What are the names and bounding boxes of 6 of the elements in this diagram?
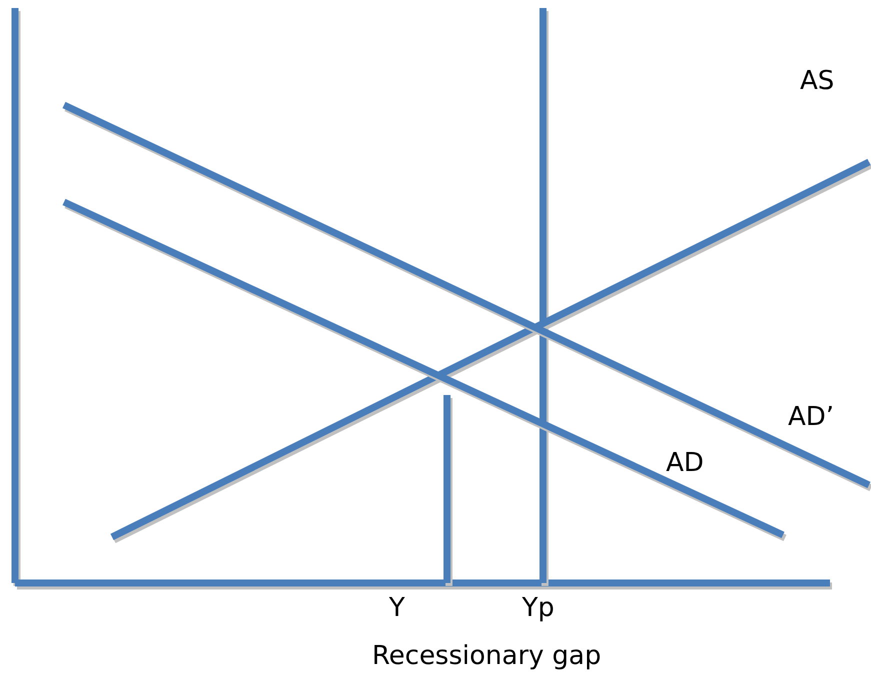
gap-label: Recessionary gap [372,641,602,672]
curve-label: AD’ [788,402,834,434]
axis-label: Yp [522,593,554,624]
curve-label: AD [666,448,704,480]
curve-label: AS [800,66,834,98]
axis-label: Y [389,593,405,624]
